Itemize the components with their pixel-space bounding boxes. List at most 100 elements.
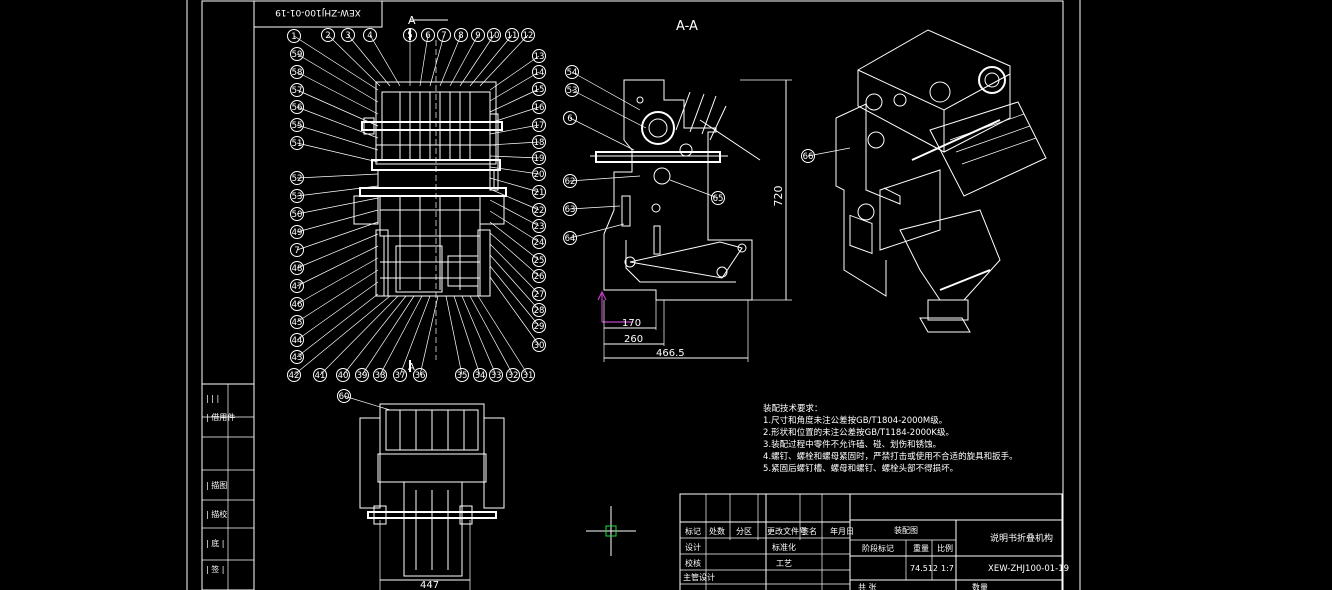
balloon-label: 25 xyxy=(534,256,545,266)
leader-line xyxy=(807,147,851,157)
balloon-circle xyxy=(563,231,577,245)
balloon-label: 44 xyxy=(292,336,303,346)
leader-line xyxy=(369,34,401,87)
leader-line xyxy=(459,34,495,87)
sidebar-label: | 底 | xyxy=(206,538,224,548)
bottom-view: 447 xyxy=(359,403,505,590)
balloon-label: 48 xyxy=(292,264,303,274)
balloon-circle xyxy=(290,100,304,114)
balloon-label: 7 xyxy=(441,31,446,41)
balloon-label: 17 xyxy=(534,121,545,131)
leader-line xyxy=(479,34,529,87)
title-block: 标记 处数 分区 更改文件号 签名 年月日 设计 校核 主管设计 标准化 工艺 … xyxy=(679,493,1069,590)
leader-line xyxy=(489,199,540,227)
tb-scale-label: 比例 xyxy=(937,543,953,553)
tb-sheet-left: 共 张 xyxy=(858,583,877,590)
sheet-frame xyxy=(186,0,1081,590)
balloon-circle xyxy=(489,368,503,382)
balloon-label: 22 xyxy=(534,206,545,216)
leader-line xyxy=(293,35,379,91)
balloon-circle xyxy=(532,151,546,165)
balloon-label: 53 xyxy=(292,192,303,202)
leader-line xyxy=(296,221,379,251)
balloon-circle xyxy=(521,368,535,382)
balloon-label: 6 xyxy=(567,114,572,124)
balloon-circle xyxy=(290,83,304,97)
balloon-circle xyxy=(363,28,377,42)
leader-line xyxy=(569,205,621,210)
leader-line xyxy=(489,243,540,295)
leader-line xyxy=(489,232,540,277)
leader-line xyxy=(489,124,540,135)
balloon-circle xyxy=(532,65,546,79)
tb-code: XEW-ZHJ100-01-19 xyxy=(988,564,1069,574)
leader-line xyxy=(453,295,481,376)
tb-weight: 74.512 xyxy=(910,564,938,573)
tb-stage-label: 阶段标记 xyxy=(862,543,894,553)
balloon-circle xyxy=(393,368,407,382)
leader-line xyxy=(569,223,625,239)
balloon-label: 49 xyxy=(292,228,303,238)
leader-line xyxy=(461,295,497,376)
front-view: A A xyxy=(353,14,507,373)
balloon-label: 29 xyxy=(534,322,545,332)
section-view: A-A 720 170 xyxy=(590,19,792,362)
leader-line xyxy=(296,281,379,341)
balloon-label: 8 xyxy=(458,31,463,41)
balloon-circle xyxy=(563,111,577,125)
leader-line xyxy=(489,55,540,91)
leader-line xyxy=(296,142,379,163)
balloon-label: 24 xyxy=(534,238,545,248)
tb-header: 标记 xyxy=(685,526,701,536)
balloon-circle xyxy=(355,368,369,382)
balloon-circle xyxy=(290,65,304,79)
leader-line xyxy=(489,71,540,102)
balloon-label: 16 xyxy=(534,103,545,113)
balloon-label: 59 xyxy=(292,50,303,60)
leader-line xyxy=(296,185,379,197)
balloon-label: 28 xyxy=(534,306,545,316)
balloon-circle xyxy=(341,28,355,42)
balloon-circle xyxy=(532,203,546,217)
leader-line xyxy=(419,295,439,376)
balloon-label: 15 xyxy=(534,85,545,95)
leader-line xyxy=(489,141,540,146)
balloon-label: 45 xyxy=(292,318,303,328)
leader-line xyxy=(489,276,540,346)
leader-line xyxy=(489,188,540,211)
leader-line xyxy=(477,295,529,376)
balloon-label: 37 xyxy=(395,371,406,381)
leader-line xyxy=(489,177,540,193)
note-line: 5.紧固后螺钉槽、螺母和螺钉、螺栓头部不得损坏。 xyxy=(763,463,958,474)
balloon-label: 26 xyxy=(534,272,545,282)
balloon-label: 65 xyxy=(713,194,724,204)
leader-line xyxy=(342,295,407,376)
balloon-circle xyxy=(473,368,487,382)
crosshair-icon xyxy=(586,506,636,556)
balloon-circle xyxy=(290,225,304,239)
balloon-label: 42 xyxy=(289,371,300,381)
balloon-label: 21 xyxy=(534,188,545,198)
balloon-label: 56 xyxy=(292,103,303,113)
balloon-label: 50 xyxy=(292,210,303,220)
leader-line xyxy=(296,209,379,233)
dim-170: 170 xyxy=(622,318,641,329)
leader-line xyxy=(293,295,391,376)
leader-line xyxy=(569,175,641,182)
balloon-circle xyxy=(532,118,546,132)
leader-line xyxy=(327,34,381,87)
section-title: A-A xyxy=(676,19,698,34)
balloon-circle xyxy=(532,319,546,333)
balloon-label: 18 xyxy=(534,138,545,148)
tb-row-label: 校核 xyxy=(685,558,701,568)
balloon-circle xyxy=(563,174,577,188)
balloon-label: 5 xyxy=(407,31,412,41)
balloon-circle xyxy=(532,235,546,249)
balloon-label: 39 xyxy=(357,371,368,381)
balloon-circle xyxy=(413,368,427,382)
notes-title: 装配技术要求： xyxy=(763,403,823,414)
leader-line xyxy=(469,34,513,87)
balloon-circle xyxy=(532,269,546,283)
leader-line xyxy=(489,221,540,261)
